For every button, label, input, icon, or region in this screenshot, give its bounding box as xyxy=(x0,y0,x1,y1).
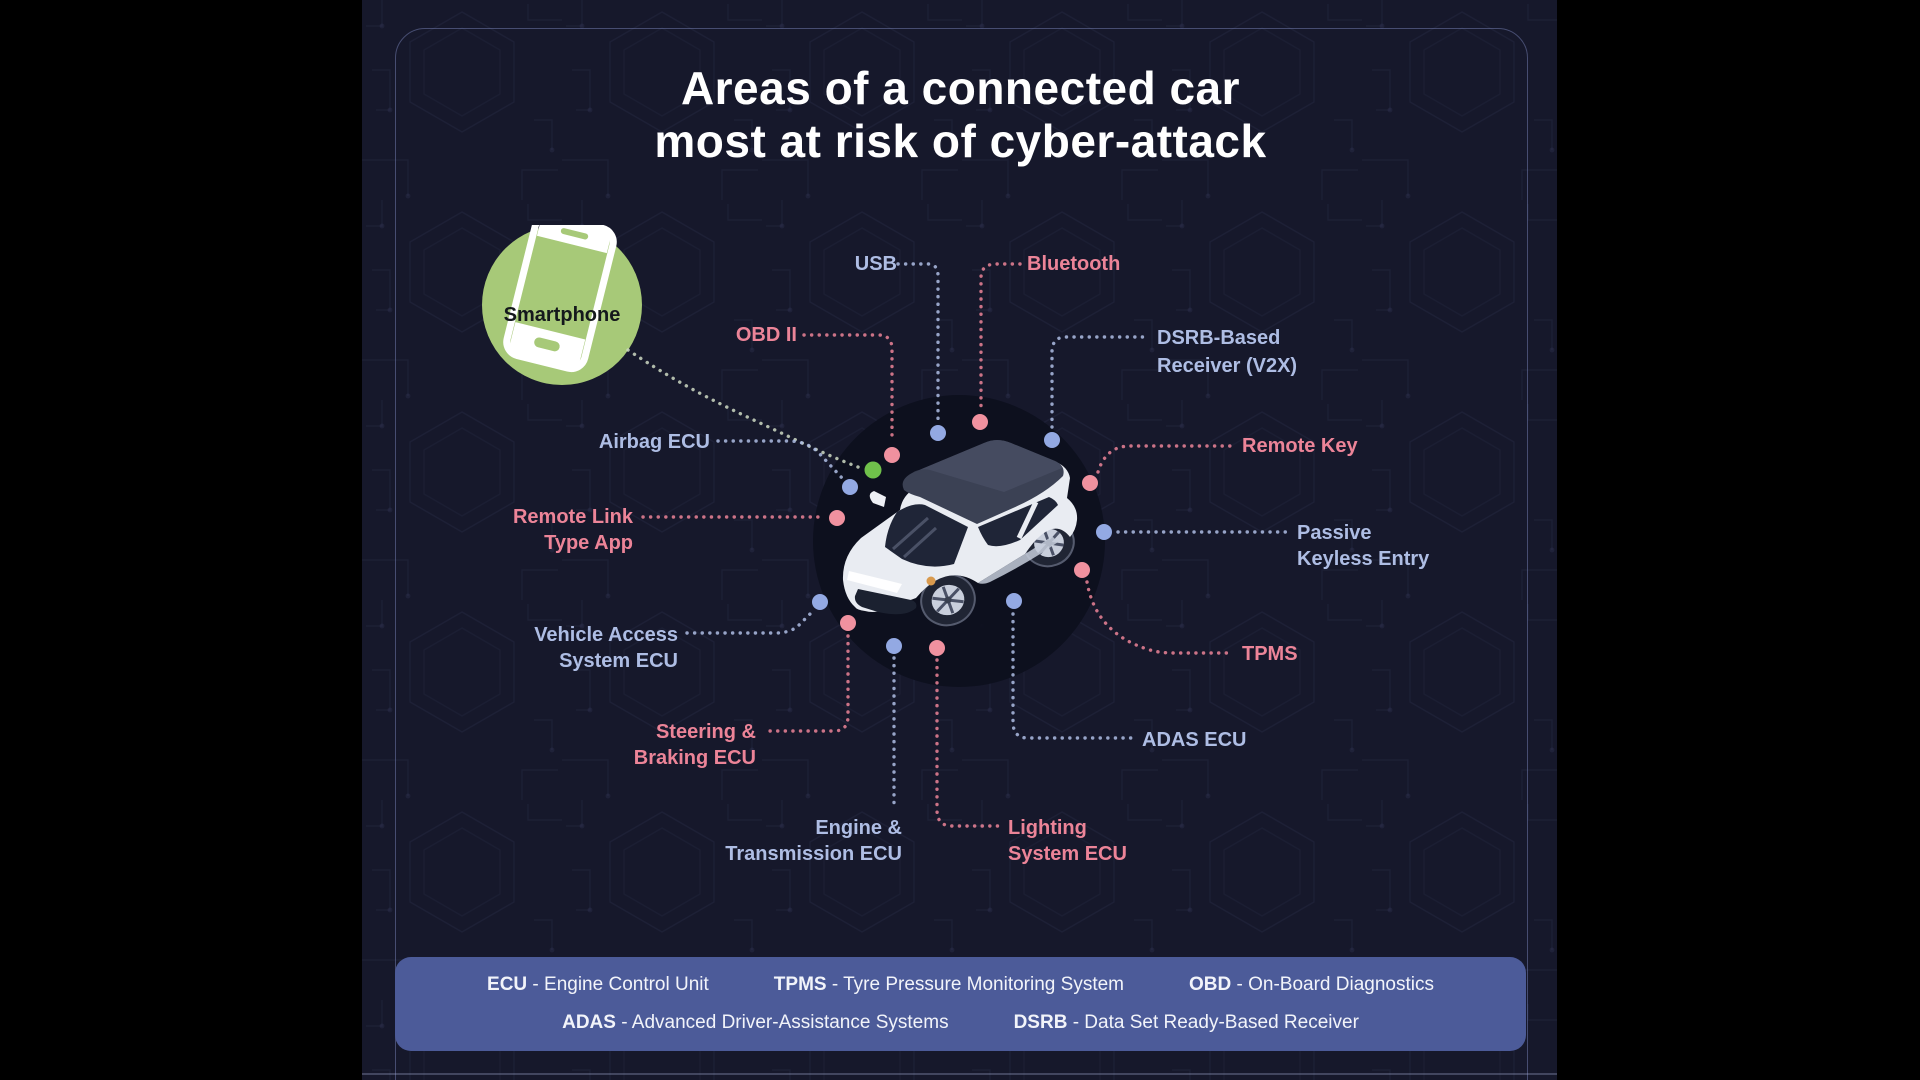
legend-desc: - Tyre Pressure Monitoring System xyxy=(831,973,1124,995)
label-line: Engine & xyxy=(815,817,902,839)
smartphone-bubble: Smartphone xyxy=(482,225,642,385)
legend-bar: ECU - Engine Control Unit TPMS - Tyre Pr… xyxy=(395,957,1526,1051)
label-usb: USB xyxy=(854,253,897,275)
label-line: DSRB-Based xyxy=(1157,327,1281,349)
label-line: Receiver (V2X) xyxy=(1157,355,1298,377)
legend-desc: - Advanced Driver-Assistance Systems xyxy=(621,1012,949,1034)
smartphone-label: Smartphone xyxy=(503,304,621,326)
label-line: Keyless Entry xyxy=(1297,548,1430,570)
smartphone-icon xyxy=(503,225,617,373)
card-border xyxy=(395,28,1528,1080)
label-adas-ecu: ADAS ECU xyxy=(1142,729,1247,751)
label-passive-keyless-entry: Passive Keyless Entry xyxy=(1297,520,1429,572)
label-vehicle-access-ecu: Vehicle Access System ECU xyxy=(534,622,678,674)
label-line: Steering & xyxy=(655,721,756,743)
legend-item-adas: ADAS - Advanced Driver-Assistance System… xyxy=(562,1012,948,1034)
legend-desc: - Engine Control Unit xyxy=(532,973,709,995)
label-steering-braking-ecu: Steering & Braking ECU xyxy=(634,719,756,771)
bottom-divider-line xyxy=(362,1073,1557,1075)
legend-abbr: TPMS xyxy=(773,973,827,995)
title-line-2: most at risk of cyber-attack xyxy=(654,115,1267,167)
legend-item-tpms: TPMS - Tyre Pressure Monitoring System xyxy=(774,974,1124,996)
label-engine-transmission-ecu: Engine & Transmission ECU xyxy=(725,815,902,867)
legend-desc: - On-Board Diagnostics xyxy=(1236,973,1434,995)
legend-abbr: ADAS xyxy=(562,1012,616,1034)
label-lighting-system-ecu: Lighting System ECU xyxy=(1008,815,1127,867)
legend-item-ecu: ECU - Engine Control Unit xyxy=(487,974,709,996)
label-line: System ECU xyxy=(559,650,678,672)
title-line-1: Areas of a connected car xyxy=(680,62,1241,114)
label-tpms: TPMS xyxy=(1242,643,1298,665)
legend-abbr: DSRB xyxy=(1013,1012,1068,1034)
label-dsrb-receiver: DSRB-Based Receiver (V2X) xyxy=(1157,324,1297,380)
label-line: Transmission ECU xyxy=(725,843,902,865)
label-obd-ii: OBD II xyxy=(735,324,797,346)
label-line: Vehicle Access xyxy=(534,624,678,646)
label-line: Passive xyxy=(1297,522,1372,544)
label-line: Type App xyxy=(544,532,633,554)
legend-item-dsrb: DSRB - Data Set Ready-Based Receiver xyxy=(1014,1012,1359,1034)
legend-item-obd: OBD - On-Board Diagnostics xyxy=(1189,974,1434,996)
legend-row-1: ECU - Engine Control Unit TPMS - Tyre Pr… xyxy=(395,974,1526,996)
label-airbag-ecu: Airbag ECU xyxy=(598,431,710,453)
label-line: System ECU xyxy=(1008,843,1127,865)
label-line: Braking ECU xyxy=(633,747,756,769)
label-remote-link-app: Remote Link Type App xyxy=(513,504,633,556)
label-line: Remote Link xyxy=(512,506,633,528)
legend-desc: - Data Set Ready-Based Receiver xyxy=(1072,1012,1359,1034)
legend-row-2: ADAS - Advanced Driver-Assistance System… xyxy=(395,1012,1526,1034)
label-remote-key: Remote Key xyxy=(1242,435,1358,457)
page-title: Areas of a connected car most at risk of… xyxy=(395,62,1526,168)
legend-abbr: OBD xyxy=(1189,973,1232,995)
label-bluetooth: Bluetooth xyxy=(1027,253,1121,275)
label-line: Lighting xyxy=(1008,817,1087,839)
legend-abbr: ECU xyxy=(487,973,528,995)
